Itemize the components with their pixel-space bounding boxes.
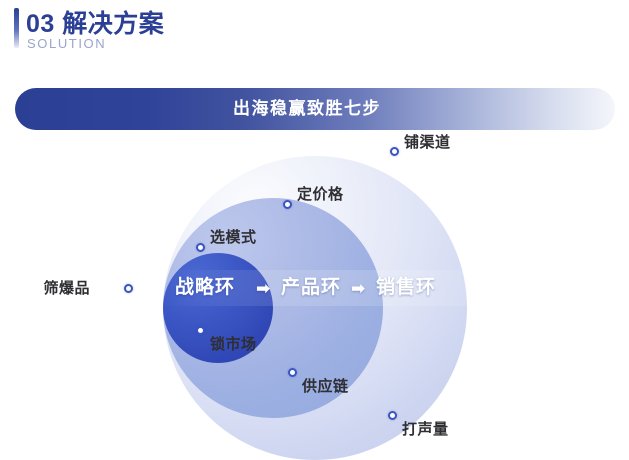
step-dot-icon <box>283 200 292 209</box>
ring-inner-strategy <box>163 253 273 363</box>
step-dot-icon <box>196 326 205 335</box>
step-label: 供应链 <box>302 378 349 395</box>
page-title: 03 解决方案 <box>26 10 165 38</box>
banner-pill: 出海稳赢致胜七步 <box>15 88 615 130</box>
concentric-rings-diagram: 战略环 ➡ 产品环 ➡ 销售环 筛爆品 选模式 定价格 铺渠道 锁市场 供应链 … <box>0 130 629 460</box>
step-label: 定价格 <box>297 186 344 203</box>
step-dot-icon <box>390 147 399 156</box>
step-label: 锁市场 <box>210 336 257 353</box>
ring-label-sales: 销售环 <box>376 277 437 298</box>
banner-title: 出海稳赢致胜七步 <box>233 99 381 118</box>
ring-label-product: 产品环 <box>281 277 342 298</box>
step-dot-icon <box>288 368 297 377</box>
step-label: 打声量 <box>402 421 449 438</box>
step-dot-icon <box>388 411 397 420</box>
section-header: 03 解决方案 SOLUTION <box>0 0 629 70</box>
page-subtitle: SOLUTION <box>27 36 107 51</box>
step-dot-icon <box>196 243 205 252</box>
step-label: 铺渠道 <box>404 134 451 151</box>
step-label: 选模式 <box>210 229 257 246</box>
arrow-right-icon: ➡ <box>256 279 271 298</box>
step-dot-icon <box>124 284 133 293</box>
ring-label-strategy: 战略环 <box>175 277 236 298</box>
arrow-right-icon: ➡ <box>351 279 366 298</box>
header-accent-bar <box>14 8 19 48</box>
step-label: 筛爆品 <box>43 280 90 297</box>
